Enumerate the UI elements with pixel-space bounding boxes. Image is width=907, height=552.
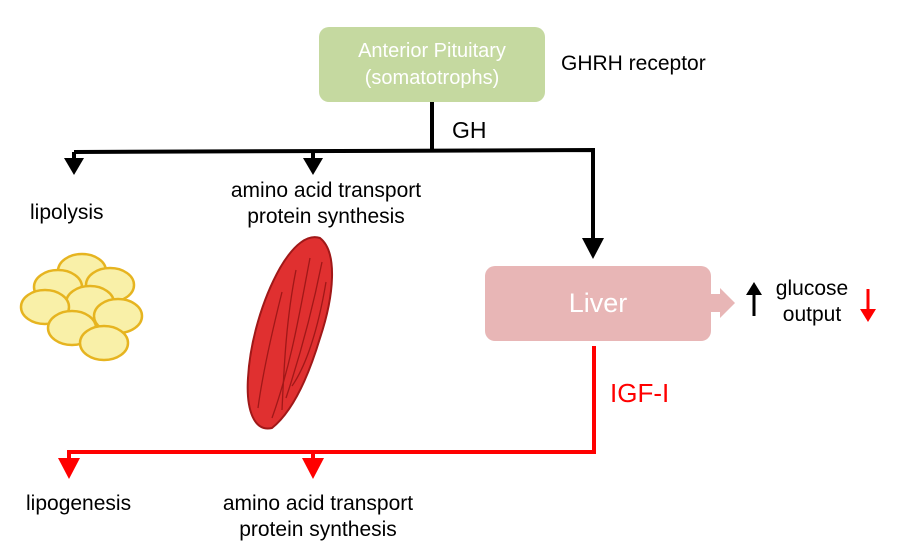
gh-label: GH bbox=[452, 117, 487, 143]
liver-output-arrow bbox=[711, 288, 735, 318]
glucose-line: glucose bbox=[775, 277, 849, 300]
igf-path bbox=[67, 346, 596, 462]
arrowhead-lipogenesis bbox=[58, 458, 80, 479]
igf-label: IGF-I bbox=[610, 378, 670, 408]
liver-label: Liver bbox=[568, 288, 628, 318]
gh-path bbox=[72, 102, 595, 242]
lipolysis-label: lipolysis bbox=[30, 201, 104, 224]
arrowhead-liver bbox=[582, 238, 604, 259]
muscle-icon bbox=[246, 236, 334, 430]
up-arrow-icon bbox=[746, 282, 762, 316]
lower-protein-line: protein synthesis bbox=[239, 518, 397, 541]
lower-muscle-label: amino acid transport protein synthesis bbox=[190, 491, 446, 543]
lipogenesis-label: lipogenesis bbox=[26, 492, 132, 515]
anterior-pituitary-box: Anterior Pituitary (somatotrophs) bbox=[319, 27, 545, 102]
glucose-output-label: glucose output bbox=[762, 276, 862, 328]
pituitary-line2: (somatotrophs) bbox=[364, 66, 500, 89]
upper-protein-line: protein synthesis bbox=[247, 205, 405, 228]
arrowhead-lipolysis bbox=[64, 158, 84, 175]
liver-box: Liver bbox=[485, 266, 711, 341]
down-arrow-icon bbox=[860, 289, 876, 322]
output-line: output bbox=[782, 303, 842, 326]
fat-cells-icon bbox=[19, 252, 144, 362]
pituitary-line1: Anterior Pituitary bbox=[358, 39, 506, 62]
upper-muscle-label: amino acid transport protein synthesis bbox=[198, 178, 454, 230]
arrowhead-upper-muscle bbox=[303, 158, 323, 175]
arrowhead-lower-muscle bbox=[302, 458, 324, 479]
upper-amino-acid-line: amino acid transport bbox=[230, 179, 422, 202]
lower-amino-acid-line: amino acid transport bbox=[222, 492, 414, 515]
ghrh-receptor-label: GHRH receptor bbox=[561, 52, 706, 75]
